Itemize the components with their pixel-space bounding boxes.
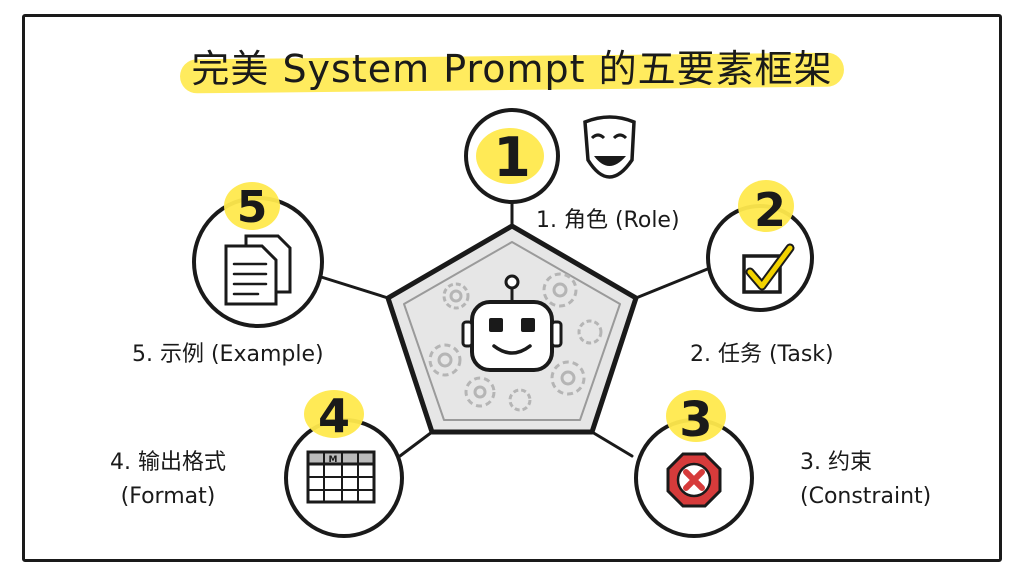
sketch-frame bbox=[22, 14, 1002, 562]
step-number-4: 4 bbox=[318, 389, 350, 443]
step-number-5: 5 bbox=[237, 182, 268, 233]
label-example: 5. 示例 (Example) bbox=[132, 342, 324, 367]
connector-4 bbox=[398, 430, 434, 458]
label-format-line2: (Format) bbox=[120, 484, 216, 509]
step-number-3: 3 bbox=[679, 392, 712, 448]
gears-icon bbox=[428, 272, 603, 412]
step-number-2: 2 bbox=[754, 183, 786, 237]
connector-3 bbox=[590, 430, 634, 458]
table-header-mark: M bbox=[329, 455, 338, 465]
connector-5 bbox=[316, 274, 390, 300]
label-constraint: 3. 约束 (Constraint) bbox=[800, 446, 931, 514]
step-number-1: 1 bbox=[493, 126, 531, 189]
label-role: 1. 角色 (Role) bbox=[536, 208, 680, 233]
stop-x-icon bbox=[666, 452, 722, 508]
title-block: 完美 System Prompt 的五要素框架 bbox=[170, 36, 854, 102]
label-constraint-line2: (Constraint) bbox=[800, 484, 932, 509]
connector-2 bbox=[634, 266, 712, 300]
label-format-line1: 4. 输出格式 bbox=[110, 450, 226, 475]
checkbox-checkmark-icon bbox=[742, 243, 795, 294]
theater-mask-icon bbox=[583, 115, 636, 179]
diagram-title: 完美 System Prompt 的五要素框架 bbox=[191, 47, 833, 91]
label-format: 4. 输出格式 (Format) bbox=[110, 446, 226, 514]
number-highlights bbox=[224, 128, 794, 442]
label-constraint-line1: 3. 约束 bbox=[800, 450, 872, 475]
documents-icon bbox=[224, 234, 292, 306]
label-task: 2. 任务 (Task) bbox=[690, 342, 834, 367]
robot-icon bbox=[461, 274, 563, 372]
table-grid-icon bbox=[306, 450, 376, 504]
